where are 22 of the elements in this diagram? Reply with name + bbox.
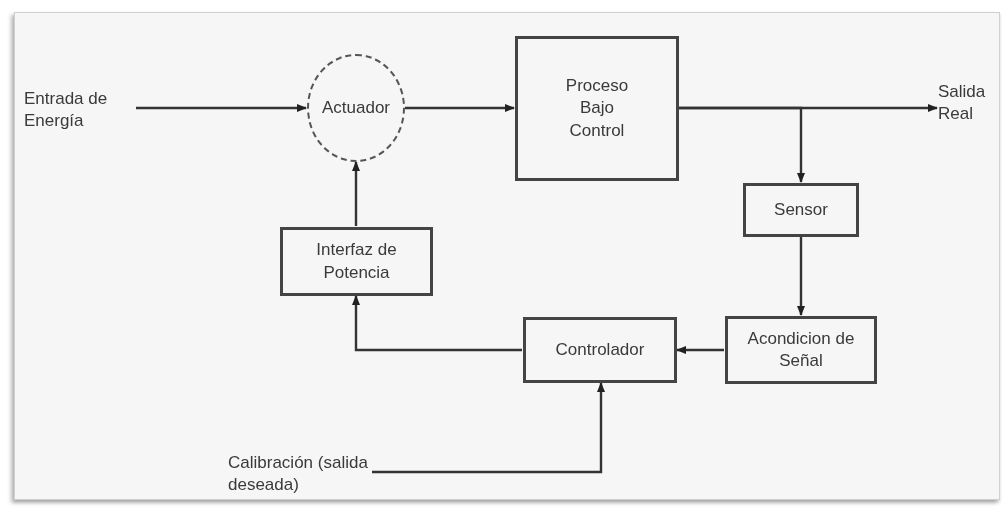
- block-label: Controlador: [555, 338, 645, 361]
- process-box: [523, 317, 677, 383]
- arrow: [679, 106, 805, 183]
- process-box: [280, 227, 433, 296]
- process-box: [743, 183, 859, 237]
- arrow: [352, 295, 522, 352]
- process-box: [725, 316, 877, 384]
- io-label: Entrada de Energía: [24, 87, 109, 132]
- arrow: [676, 346, 724, 354]
- block-label: Interfaz de Potencia: [315, 239, 398, 284]
- block-label: Actuador: [321, 96, 390, 119]
- block-label: Sensor: [774, 198, 828, 221]
- arrow: [352, 161, 360, 226]
- process-box: [515, 36, 679, 181]
- block-label: Proceso Bajo Control: [564, 75, 630, 142]
- io-label: Salida Real: [938, 80, 987, 125]
- block-label: Acondicion de Señal: [746, 327, 856, 372]
- arrow: [372, 382, 605, 474]
- arrow: [405, 104, 515, 112]
- arrow: [136, 104, 307, 112]
- arrow: [797, 237, 805, 316]
- io-label: Calibración (salida deseada): [228, 451, 369, 496]
